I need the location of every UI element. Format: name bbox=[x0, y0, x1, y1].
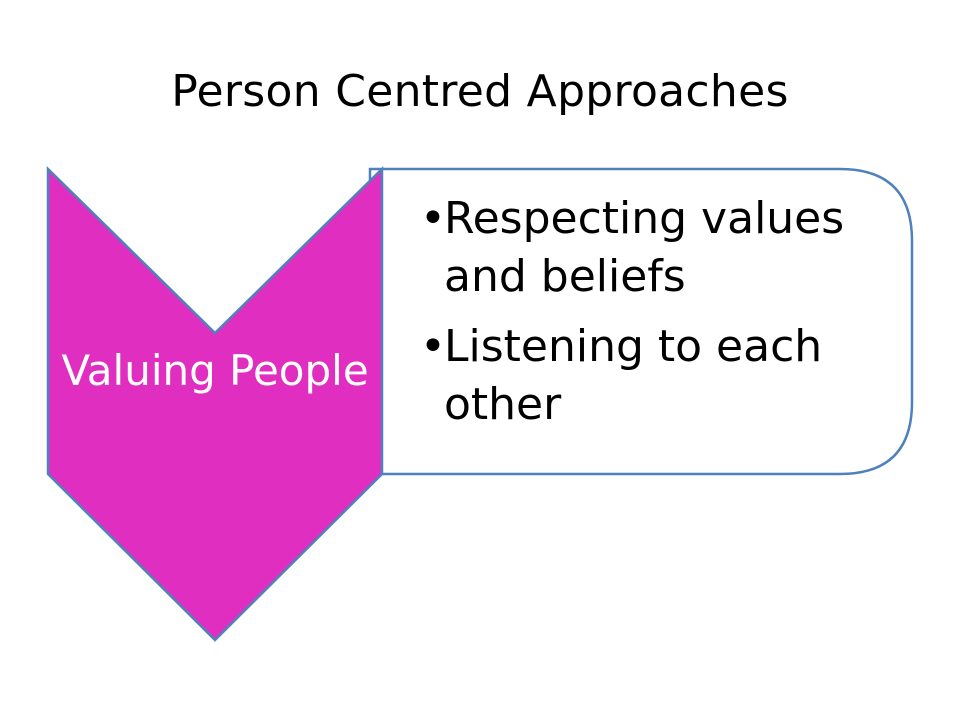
chevron-shape bbox=[46, 166, 384, 642]
bullet-glyph: • bbox=[420, 321, 446, 372]
bullet-glyph: • bbox=[420, 193, 446, 244]
bullet-item: • Listening to each other bbox=[420, 318, 900, 434]
chevron-label-text: Valuing People bbox=[61, 346, 369, 395]
slide-title: Person Centred Approaches bbox=[171, 66, 789, 117]
bullet-text: Respecting values and beliefs bbox=[444, 193, 845, 302]
bullet-list: • Respecting values and beliefs • Listen… bbox=[420, 190, 900, 446]
bullet-text: Listening to each other bbox=[444, 321, 823, 430]
content-panel bbox=[368, 167, 914, 476]
chevron-label: Valuing People bbox=[48, 340, 382, 402]
bullet-item: • Respecting values and beliefs bbox=[420, 190, 900, 306]
